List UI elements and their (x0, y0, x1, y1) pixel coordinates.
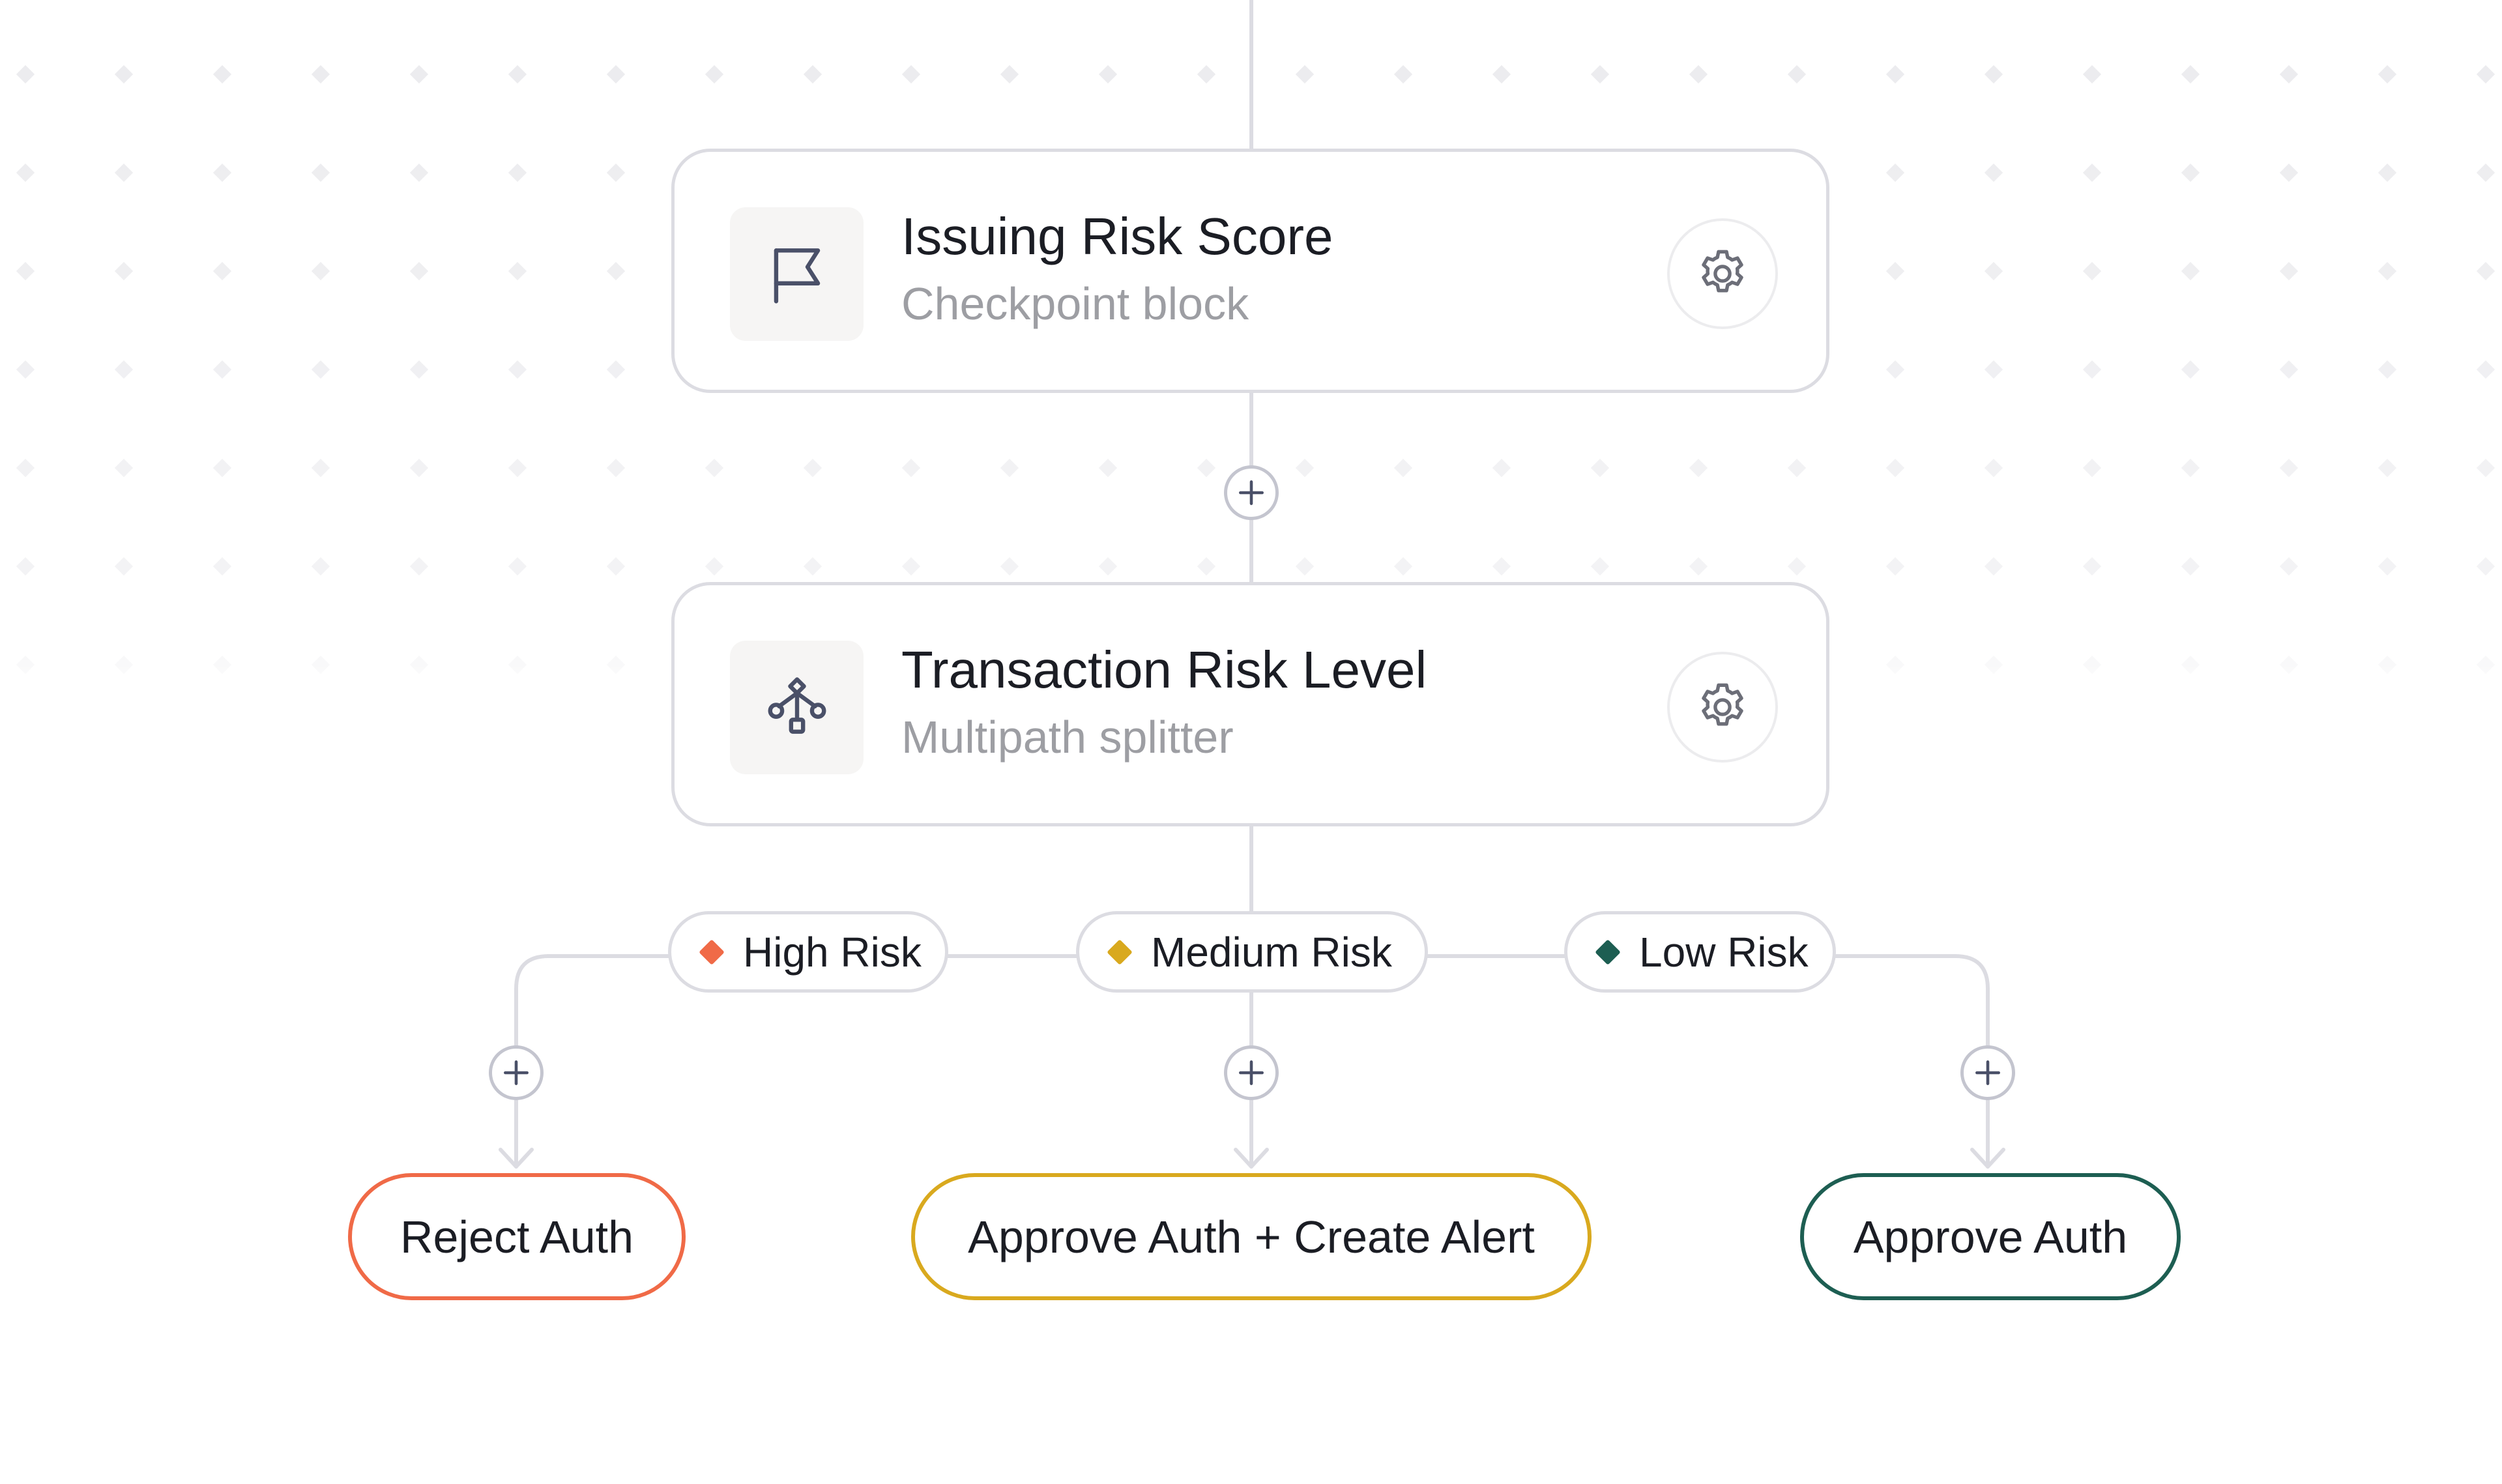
plus-icon (504, 1060, 529, 1085)
splitter-block[interactable]: Transaction Risk Level Multipath splitte… (671, 582, 1829, 826)
add-step-button[interactable] (1224, 465, 1279, 520)
gear-icon (1702, 683, 1743, 726)
outcome-approve-auth-create-alert[interactable]: Approve Auth + Create Alert (911, 1173, 1592, 1300)
connector-branch-right (1831, 954, 1990, 1169)
add-step-button[interactable] (1960, 1045, 2015, 1100)
block-title: Transaction Risk Level (901, 641, 1427, 699)
plus-icon (1239, 480, 1264, 505)
settings-button[interactable] (1667, 652, 1778, 763)
block-subtitle: Checkpoint block (901, 278, 1249, 329)
add-step-button[interactable] (1224, 1045, 1279, 1100)
arrowhead-right (1970, 1148, 2005, 1169)
path-low-risk[interactable]: Low Risk (1564, 911, 1836, 993)
checkpoint-block[interactable]: Issuing Risk Score Checkpoint block (671, 149, 1829, 393)
outcome-reject-auth[interactable]: Reject Auth (348, 1173, 686, 1300)
add-step-button[interactable] (489, 1045, 544, 1100)
diamond-icon (699, 938, 725, 965)
arrowhead-left (499, 1148, 534, 1169)
outcome-approve-auth[interactable]: Approve Auth (1800, 1173, 2181, 1300)
path-medium-risk[interactable]: Medium Risk (1076, 911, 1428, 993)
plus-icon (1239, 1060, 1264, 1085)
gear-icon (1702, 250, 1743, 293)
branch-icon (730, 641, 864, 774)
path-label: Medium Risk (1151, 928, 1392, 976)
arrowhead-center (1234, 1148, 1269, 1169)
block-title: Issuing Risk Score (901, 207, 1333, 265)
diamond-icon (1595, 938, 1621, 965)
settings-button[interactable] (1667, 218, 1778, 329)
path-label: Low Risk (1639, 928, 1809, 976)
diamond-icon (1107, 938, 1133, 965)
connector-branch-left (514, 954, 670, 1169)
plus-icon (1975, 1060, 2000, 1085)
block-subtitle: Multipath splitter (901, 712, 1234, 763)
flag-icon (730, 207, 864, 341)
path-high-risk[interactable]: High Risk (668, 911, 948, 993)
path-label: High Risk (743, 928, 922, 976)
